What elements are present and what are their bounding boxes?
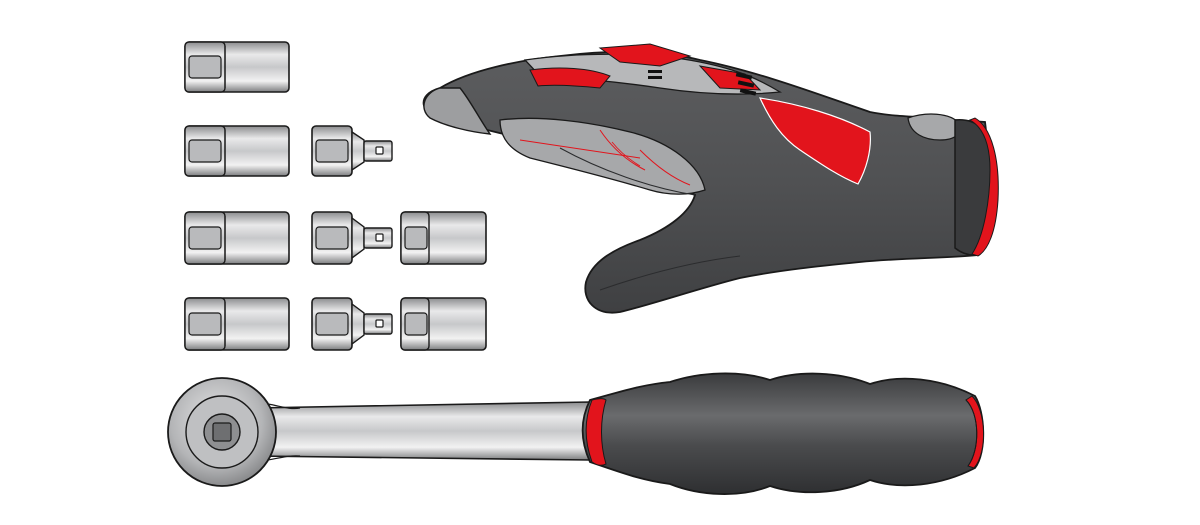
short-socket-2 bbox=[400, 297, 487, 351]
glove-palm-panel bbox=[499, 117, 706, 195]
glove-vent-stripes bbox=[648, 70, 757, 96]
glove-red-accent-3 bbox=[758, 97, 871, 185]
ratchet-shaft bbox=[254, 401, 596, 461]
adapter-1 bbox=[311, 125, 393, 177]
long-socket-4 bbox=[184, 297, 290, 351]
ratchet-wrench bbox=[167, 372, 985, 495]
long-socket-2 bbox=[184, 125, 290, 177]
work-glove bbox=[422, 43, 999, 314]
adapter-2 bbox=[311, 211, 393, 265]
long-socket-1 bbox=[184, 41, 290, 93]
glove-red-accent-1 bbox=[529, 67, 611, 89]
glove-fingertip-pad bbox=[423, 87, 492, 135]
adapter-3 bbox=[311, 297, 393, 351]
glove-cuff-red-trim bbox=[968, 117, 999, 257]
long-socket-3 bbox=[184, 211, 290, 265]
ratchet-handle-red-collar bbox=[585, 398, 607, 466]
glove-red-accent-2 bbox=[598, 43, 692, 67]
ratchet-handle bbox=[581, 372, 985, 495]
short-socket-1 bbox=[400, 211, 487, 265]
